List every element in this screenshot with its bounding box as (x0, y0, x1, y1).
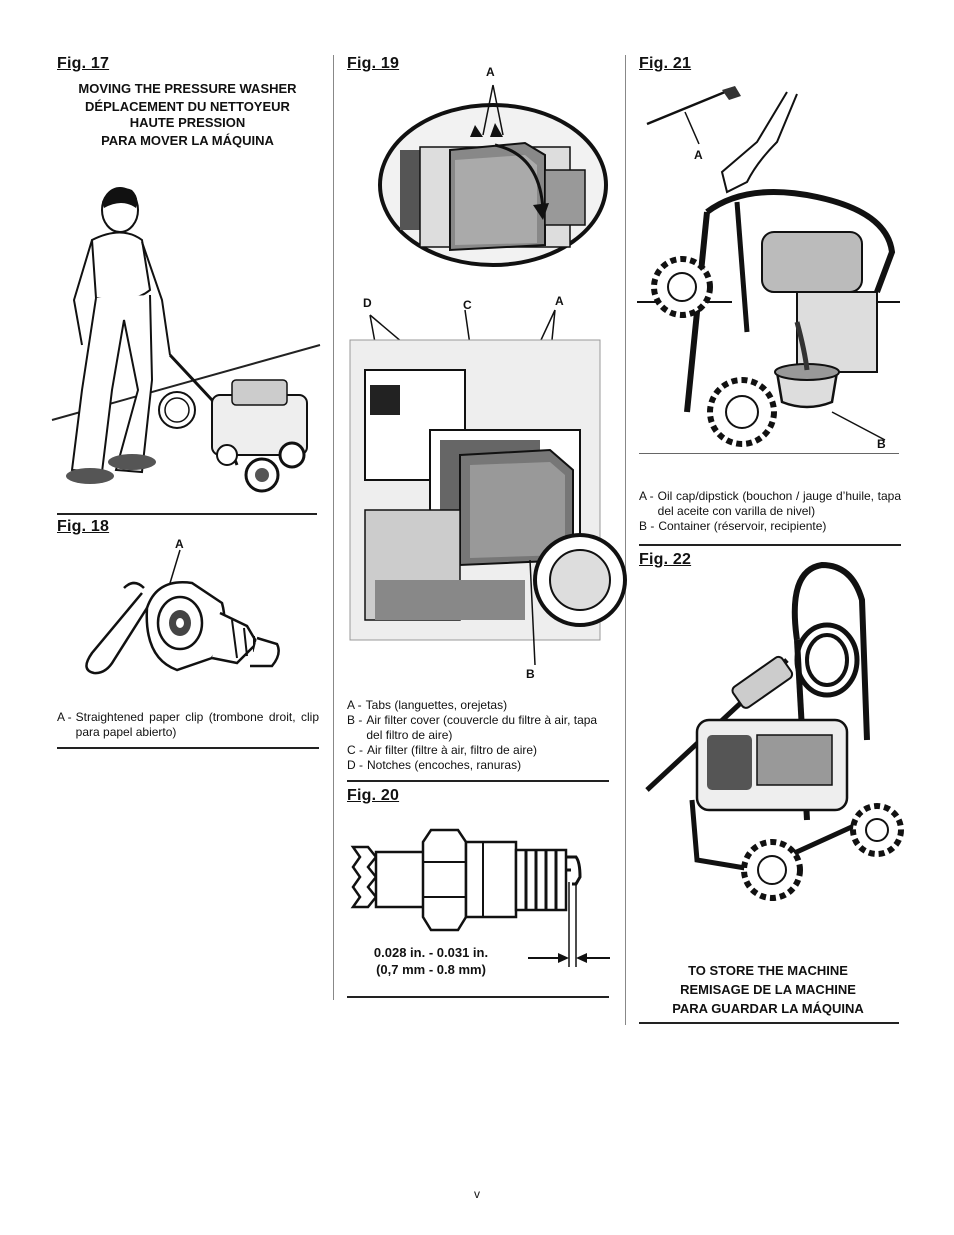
fig22-caption-line: REMISAGE DE LA MACHINE (680, 982, 856, 997)
legend-text: Notches (encoches, ranuras) (367, 758, 522, 772)
fig17-caption-line: HAUTE PRESSION (129, 115, 246, 130)
fig19-label-c: C (463, 298, 472, 312)
column-divider-right (625, 55, 626, 1025)
measurement-mm: (0,7 mm - 0.8 mm) (376, 962, 486, 977)
fig20-measurement: 0.028 in. - 0.031 in. (0,7 mm - 0.8 mm) (356, 944, 506, 978)
fig19-label-a: A (555, 294, 564, 308)
fig18-title: Fig. 18 (57, 518, 110, 535)
fig20-title: Fig. 20 (347, 787, 400, 804)
legend-key: A - (57, 710, 72, 724)
fig21-label-b: B (877, 437, 886, 451)
fig19-label-d: D (363, 296, 372, 310)
legend-text: Container (réservoir, recipiente) (658, 519, 827, 533)
legend-text: Air filter (filtre à air, filtro de aire… (367, 743, 538, 757)
fig19-bottom-rule (347, 780, 609, 782)
fig21-legend: A - Oil cap/dipstick (bouchon / jauge d’… (639, 489, 901, 534)
legend-key: B - (347, 713, 363, 727)
fig17-caption-line: PARA MOVER LA MÁQUINA (101, 133, 274, 148)
fig22-title: Fig. 22 (639, 551, 692, 568)
fig21-label-a: A (694, 148, 703, 162)
fig19-detail-oval (378, 84, 608, 267)
legend-item: B - Air filter cover (couvercle du filtr… (347, 713, 609, 743)
fig22-caption: TO STORE THE MACHINE REMISAGE DE LA MACH… (639, 961, 897, 1018)
fig21-illustration (637, 86, 900, 447)
fig20-bottom-rule (347, 996, 609, 998)
legend-item: A - Oil cap/dipstick (bouchon / jauge d’… (639, 489, 901, 519)
fig18-illustration (85, 549, 280, 675)
fig20-spark-plug-illustration (350, 828, 610, 967)
fig21-bottom-rule (639, 544, 901, 546)
legend-text: Air filter cover (couvercle du filtre à … (366, 713, 598, 742)
fig17-caption-line: DÉPLACEMENT DU NETTOYEUR (85, 99, 290, 114)
measurement-inches: 0.028 in. - 0.031 in. (373, 945, 489, 960)
fig18-legend: A - Straightened paper clip (trombone dr… (57, 710, 319, 740)
legend-text: Straightened paper clip (trombone droit,… (75, 710, 319, 739)
legend-text: Tabs (languettes, orejetas) (365, 698, 508, 712)
fig17-caption-line: MOVING THE PRESSURE WASHER (78, 81, 297, 96)
legend-key: C - (347, 743, 363, 757)
fig22-bottom-rule (639, 1022, 899, 1024)
fig18-label-a: A (175, 537, 184, 551)
legend-item: B - Container (réservoir, recipiente) (639, 519, 901, 534)
legend-key: A - (347, 698, 362, 712)
fig17-illustration (51, 187, 321, 493)
legend-item: A - Tabs (languettes, orejetas) (347, 698, 609, 713)
fig21-image-baseline (639, 453, 899, 454)
fig22-caption-line: PARA GUARDAR LA MÁQUINA (672, 1001, 864, 1016)
fig21-title: Fig. 21 (639, 55, 692, 72)
fig19-legend: A - Tabs (languettes, orejetas) B - Air … (347, 698, 609, 773)
fig22-caption-line: TO STORE THE MACHINE (688, 963, 848, 978)
legend-item: C - Air filter (filtre à air, filtro de … (347, 743, 609, 758)
legend-text: Oil cap/dipstick (bouchon / jauge d’huil… (657, 489, 901, 518)
column-divider-left (333, 55, 334, 1000)
fig19-label-b: B (526, 667, 535, 681)
fig19-title: Fig. 19 (347, 55, 400, 72)
fig17-bottom-rule (57, 513, 317, 515)
legend-item: A - Straightened paper clip (trombone dr… (57, 710, 319, 740)
fig17-title: Fig. 17 (57, 55, 110, 72)
fig22-illustration (645, 561, 904, 901)
legend-item: D - Notches (encoches, ranuras) (347, 758, 609, 773)
fig19-top-label-a: A (486, 65, 495, 79)
fig19-main-illustration (349, 309, 627, 666)
legend-key: A - (639, 489, 654, 503)
legend-key: B - (639, 519, 655, 533)
legend-key: D - (347, 758, 363, 772)
page-number: v (474, 1187, 480, 1201)
fig17-caption: MOVING THE PRESSURE WASHER DÉPLACEMENT D… (60, 80, 315, 150)
fig18-bottom-rule (57, 747, 319, 749)
